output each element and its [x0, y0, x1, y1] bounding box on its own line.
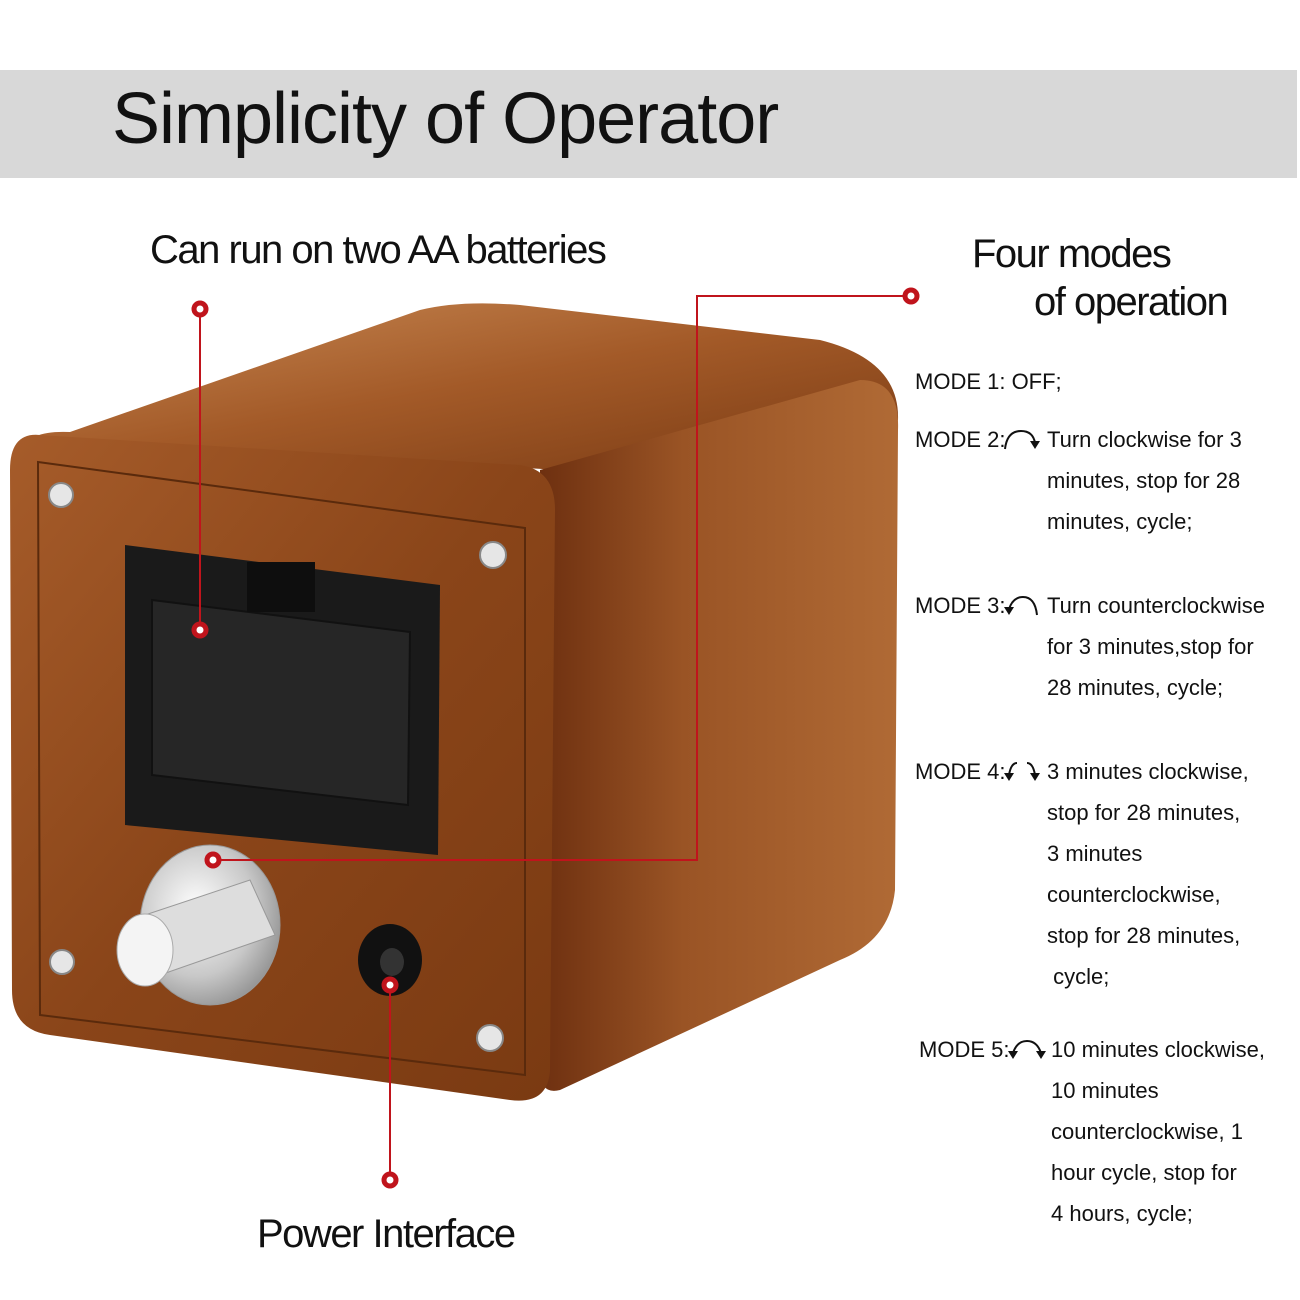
- mode-desc-line: 4 hours, cycle;: [1051, 1201, 1193, 1226]
- mode-desc-line: cycle;: [1047, 964, 1110, 989]
- mode-label: MODE 3:: [915, 593, 1006, 618]
- modes-heading-line2: of operation: [1034, 280, 1229, 324]
- batteries-callout: Can run on two AA batteries: [150, 228, 607, 272]
- mode-desc-line: 10 minutes clockwise,: [1051, 1037, 1265, 1062]
- title-band: [0, 70, 1297, 178]
- mode-desc-line: Turn clockwise for 3: [1047, 427, 1242, 452]
- mode-label: MODE 4:: [915, 759, 1006, 784]
- mode-knob-cap: [116, 913, 174, 987]
- mode-desc-line: 3 minutes: [1047, 841, 1143, 866]
- screw-icons: [48, 482, 507, 1052]
- mode-desc-line: 28 minutes, cycle;: [1047, 675, 1224, 700]
- mode-desc-line: 10 minutes: [1051, 1078, 1159, 1103]
- mode-label: MODE 5:: [919, 1037, 1010, 1062]
- clockwise-arrow-icon: [1004, 429, 1040, 450]
- box-side: [540, 380, 899, 1091]
- mode-desc-line: minutes, cycle;: [1047, 509, 1193, 534]
- mode-desc-line: stop for 28 minutes,: [1047, 800, 1241, 825]
- mode-label: MODE 1: OFF;: [915, 369, 1062, 394]
- mode-desc-line: hour cycle, stop for: [1051, 1160, 1237, 1185]
- mode-desc-line: counterclockwise, 1: [1051, 1119, 1243, 1144]
- callout-dots: [191, 287, 920, 1189]
- battery-cover: [151, 598, 412, 807]
- page-title: Simplicity of Operator: [112, 79, 779, 159]
- mode-desc-line: counterclockwise,: [1047, 882, 1221, 907]
- mode-desc-line: stop for 28 minutes,: [1047, 923, 1241, 948]
- bidirectional-arrow-icon: [1004, 762, 1040, 781]
- mode-desc-line: minutes, stop for 28: [1047, 468, 1241, 493]
- box-top: [20, 303, 899, 470]
- mode-label: MODE 2:: [915, 427, 1006, 452]
- battery-latch: [247, 562, 315, 612]
- back-panel-outline: [36, 460, 526, 1077]
- modes-heading-line1: Four modes: [972, 232, 1172, 276]
- counterclockwise-arrow-icon: [1004, 595, 1038, 616]
- mode-desc-line: 3 minutes clockwise,: [1047, 759, 1249, 784]
- callout-lines: [199, 295, 911, 1180]
- bidirectional-arrow-icon: [1008, 1039, 1046, 1059]
- power-interface-callout: Power Interface: [257, 1212, 516, 1256]
- mode-desc-line: for 3 minutes,stop for: [1047, 634, 1254, 659]
- mode-desc-line: Turn counterclockwise: [1047, 593, 1266, 618]
